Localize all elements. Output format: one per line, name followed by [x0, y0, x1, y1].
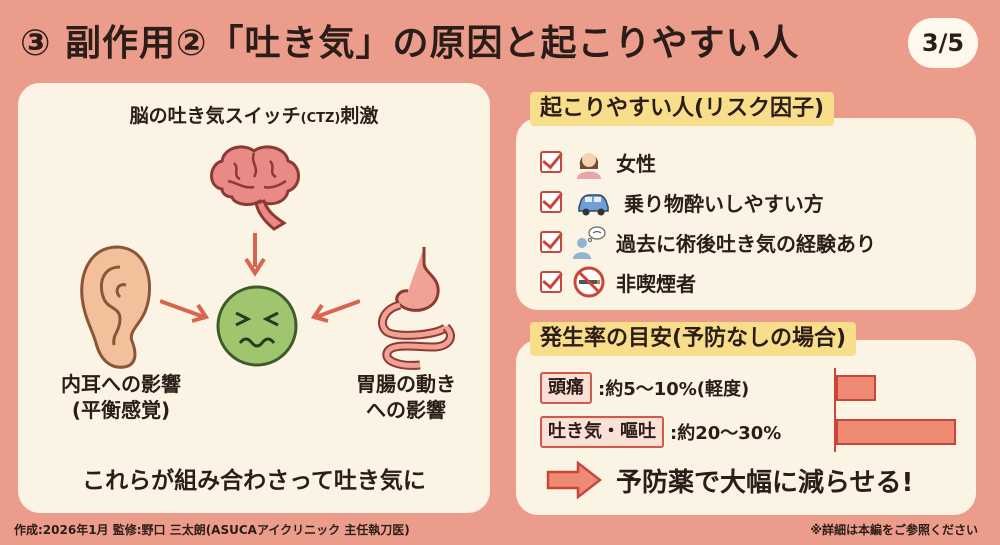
- checkbox-checked-icon: [540, 151, 562, 173]
- rate-row-headache: 頭痛 :約5〜10%(軽度): [540, 372, 749, 404]
- woman-icon: [577, 153, 601, 179]
- ctz-heading-tail: 刺激: [340, 105, 379, 127]
- person-thought-icon: [573, 226, 606, 259]
- risk-item-label: 非喫煙者: [616, 271, 696, 296]
- rate-bar-headache: [836, 375, 876, 401]
- checkbox-checked-icon: [540, 271, 562, 293]
- ear-icon: [80, 245, 152, 369]
- rate-key: 吐き気・嘔吐: [540, 416, 664, 448]
- ctz-heading-abbr: (CTZ): [300, 111, 341, 126]
- nauseous-face-icon: [216, 285, 298, 367]
- rate-row-nausea: 吐き気・嘔吐 :約20〜30%: [540, 416, 781, 448]
- ctz-heading: 脳の吐き気スイッチ(CTZ)刺激: [18, 101, 490, 128]
- no-smoking-icon: [573, 266, 605, 298]
- rate-key: 頭痛: [540, 372, 592, 404]
- risk-list: 女性 乗り物酔いしやすい方 過去に術後吐き気の経験あり: [540, 142, 960, 302]
- risk-item-motion-sickness: 乗り物酔いしやすい方: [540, 182, 960, 222]
- page-title: ③ 副作用②「吐き気」の原因と起こりやすい人: [20, 23, 800, 64]
- conclusion-text: 予防薬で大幅に減らせる!: [616, 467, 914, 498]
- stomach-intestine-icon: [378, 247, 455, 370]
- gut-label-line1: 胃腸の動き: [356, 372, 456, 396]
- page-indicator: 3/5: [908, 18, 978, 68]
- footer-credit: 作成:2026年1月 監修:野口 三太朗(ASUCAアイクリニック 主任執刀医): [14, 523, 410, 537]
- risk-item-label: 女性: [616, 151, 656, 176]
- risk-item-female: 女性: [540, 142, 960, 182]
- inner-ear-label: 内耳への影響 (平衡感覚): [46, 371, 196, 423]
- ctz-heading-main: 脳の吐き気スイッチ: [129, 105, 301, 127]
- rate-value: :約20〜30%: [670, 423, 782, 444]
- risk-item-prior-ponv: 過去に術後吐き気の経験あり: [540, 222, 960, 262]
- risk-item-label: 過去に術後吐き気の経験あり: [616, 231, 876, 256]
- incidence-heading: 発生率の目安(予防なしの場合): [530, 322, 857, 356]
- gut-label-line2: への影響: [366, 398, 446, 422]
- mechanism-panel: 脳の吐き気スイッチ(CTZ)刺激 内耳への影響 (平衡感覚) 胃: [18, 83, 490, 513]
- inner-ear-label-line1: 内耳への影響: [61, 372, 181, 396]
- arrow-right-icon: [160, 299, 210, 323]
- brain-icon: [210, 145, 300, 231]
- rate-value: :約5〜10%(軽度): [598, 379, 750, 400]
- inner-ear-label-line2: (平衡感覚): [71, 398, 171, 422]
- risk-heading: 起こりやすい人(リスク因子): [530, 92, 835, 126]
- car-icon: [578, 194, 609, 216]
- arrow-left-icon: [310, 299, 360, 323]
- gut-label: 胃腸の動き への影響: [336, 371, 476, 423]
- footer-note: ※詳細は本編をご参照ください: [810, 523, 978, 537]
- rate-bar-nausea: [836, 419, 956, 445]
- arrow-right-icon: [546, 461, 602, 499]
- risk-item-label: 乗り物酔いしやすい方: [624, 191, 824, 216]
- combination-text: これらが組み合わさって吐き気に: [82, 468, 426, 494]
- conclusion-row: 予防薬で大幅に減らせる!: [546, 461, 913, 499]
- checkbox-checked-icon: [540, 231, 562, 253]
- checkbox-checked-icon: [540, 191, 562, 213]
- risk-item-non-smoker: 非喫煙者: [540, 262, 960, 302]
- arrow-down-icon: [244, 233, 266, 277]
- rate-bar-axis: [834, 368, 836, 452]
